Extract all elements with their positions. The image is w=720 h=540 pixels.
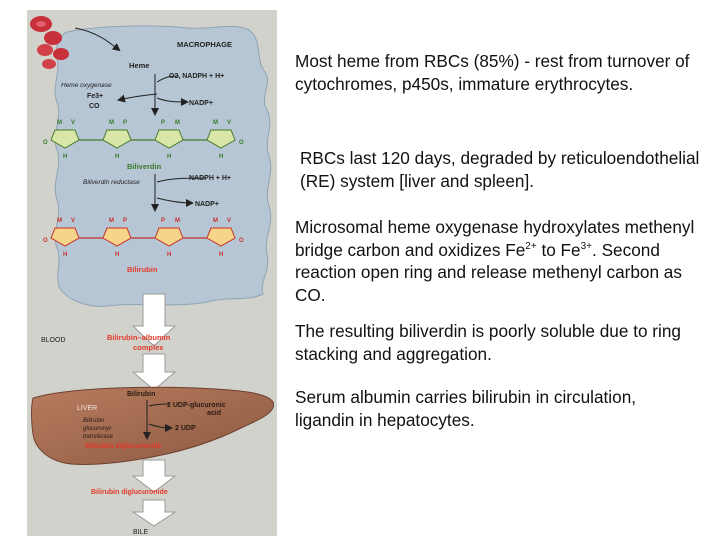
bilirubin-structure: M V M P P M M V O O H H H H bbox=[43, 218, 244, 258]
bilirubin-label: Bilirubin bbox=[127, 265, 158, 274]
liver-bilirubin-label: Bilirubin bbox=[127, 391, 155, 398]
svg-text:V: V bbox=[71, 218, 75, 224]
heme-label: Heme bbox=[129, 61, 149, 70]
svg-text:H: H bbox=[219, 252, 223, 258]
note-text-4: The resulting biliverdin is poorly solub… bbox=[295, 321, 681, 364]
biliverdin-reductase-label: Biliverdin reductase bbox=[83, 179, 140, 186]
liver-enzyme-line2: glucuronyl- bbox=[83, 426, 112, 432]
biliverdin-structure: M V M P P M M V O O H H H H bbox=[43, 120, 244, 160]
svg-text:H: H bbox=[63, 252, 67, 258]
svg-text:P: P bbox=[161, 218, 165, 224]
cofactor-in-2: NADPH + H+ bbox=[189, 175, 231, 182]
svg-text:P: P bbox=[123, 120, 127, 126]
cofactor-in-1: O2, NADPH + H+ bbox=[169, 73, 224, 80]
svg-text:P: P bbox=[161, 120, 165, 126]
svg-text:O: O bbox=[239, 140, 244, 146]
svg-text:M: M bbox=[57, 120, 62, 126]
udp-out-label: 2 UDP bbox=[175, 425, 196, 432]
biliverdin-label: Biliverdin bbox=[127, 162, 162, 171]
svg-text:O: O bbox=[43, 140, 48, 146]
svg-text:O: O bbox=[239, 238, 244, 244]
diglucuronide-out-label: Bilirubin diglucuronide bbox=[91, 489, 168, 496]
svg-text:M: M bbox=[213, 120, 218, 126]
udp-in-line1: 2 UDP-glucuronic bbox=[167, 402, 226, 409]
svg-text:M: M bbox=[175, 120, 180, 126]
albumin-complex-line1: Bilirubin–albumin bbox=[107, 333, 171, 342]
note-heme-oxygenase: Microsomal heme oxygenase hydroxylates m… bbox=[295, 216, 700, 306]
macrophage-cell bbox=[54, 25, 272, 307]
svg-text:P: P bbox=[123, 218, 127, 224]
note-text-2: RBCs last 120 days, degraded by reticulo… bbox=[300, 148, 700, 191]
svg-text:V: V bbox=[71, 120, 75, 126]
liver-label: LIVER bbox=[77, 405, 97, 412]
svg-text:V: V bbox=[227, 120, 231, 126]
svg-text:H: H bbox=[115, 252, 119, 258]
transport-arrow-4 bbox=[131, 499, 177, 527]
macrophage-label: MACROPHAGE bbox=[177, 40, 232, 49]
blood-label: BLOOD bbox=[41, 337, 66, 344]
note-rbc-lifespan: RBCs last 120 days, degraded by reticulo… bbox=[300, 147, 705, 192]
svg-text:O: O bbox=[43, 238, 48, 244]
udp-in-line2: acid bbox=[207, 410, 221, 417]
liver-enzyme-line3: transferase bbox=[83, 434, 114, 440]
heme-degradation-figure: MACROPHAGE Heme Heme oxygenase O2, NADPH… bbox=[27, 10, 277, 536]
svg-text:M: M bbox=[109, 120, 114, 126]
svg-text:V: V bbox=[227, 218, 231, 224]
bile-label: BILE bbox=[133, 529, 149, 536]
albumin-complex-line2: complex bbox=[133, 343, 164, 352]
fe-out-label: Fe3+ bbox=[87, 93, 103, 100]
svg-text:M: M bbox=[57, 218, 62, 224]
pathway-diagram: MACROPHAGE Heme Heme oxygenase O2, NADPH… bbox=[30, 16, 275, 536]
note-heme-sources: Most heme from RBCs (85%) - rest from tu… bbox=[295, 50, 700, 95]
note-text-3: Microsomal heme oxygenase hydroxylates m… bbox=[295, 217, 695, 305]
nadp-out-2: NADP+ bbox=[195, 201, 219, 208]
note-albumin-transport: Serum albumin carries bilirubin in circu… bbox=[295, 386, 700, 431]
transport-arrow-3 bbox=[131, 459, 177, 493]
svg-text:H: H bbox=[219, 154, 223, 160]
heme-oxygenase-label: Heme oxygenase bbox=[61, 82, 112, 89]
svg-text:M: M bbox=[213, 218, 218, 224]
svg-text:H: H bbox=[167, 252, 171, 258]
nadp-out-1: NADP+ bbox=[189, 100, 213, 107]
liver-enzyme-line1: Bilirubin bbox=[83, 418, 105, 424]
liver-shape bbox=[31, 386, 275, 466]
svg-text:H: H bbox=[63, 154, 67, 160]
diglucuronide-liver-label: Bilirubin diglucuronide bbox=[85, 443, 162, 450]
note-biliverdin-solubility: The resulting biliverdin is poorly solub… bbox=[295, 320, 700, 365]
svg-text:H: H bbox=[115, 154, 119, 160]
svg-text:M: M bbox=[109, 218, 114, 224]
svg-text:H: H bbox=[167, 154, 171, 160]
svg-text:M: M bbox=[175, 218, 180, 224]
co-out-label: CO bbox=[89, 103, 100, 110]
note-text-1: Most heme from RBCs (85%) - rest from tu… bbox=[295, 51, 690, 94]
transport-arrow-2 bbox=[131, 353, 177, 391]
transport-arrow-1 bbox=[131, 293, 177, 347]
note-text-5: Serum albumin carries bilirubin in circu… bbox=[295, 387, 637, 430]
red-blood-cells-icon bbox=[30, 16, 69, 69]
